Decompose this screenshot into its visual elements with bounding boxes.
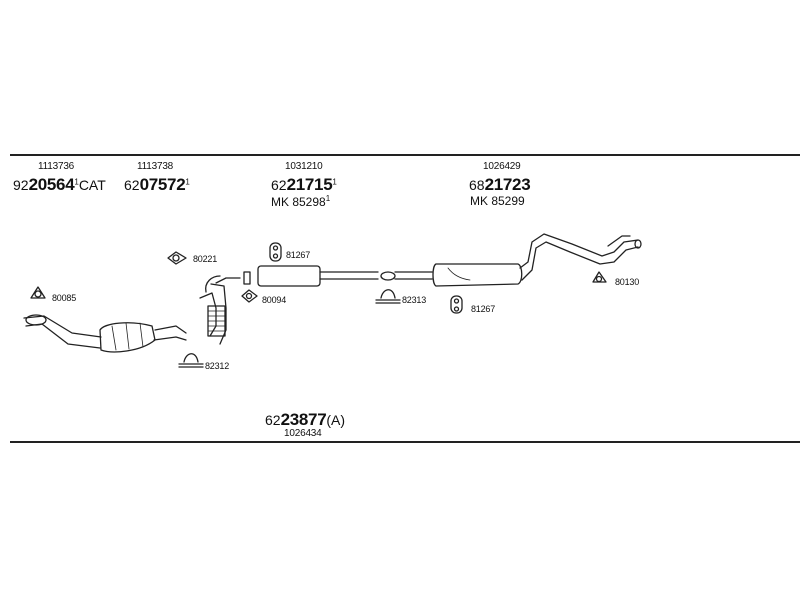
fitting-label-82313: 82313 <box>402 295 427 305</box>
part-num: 21723 <box>484 175 531 194</box>
gasket-80085-icon[interactable] <box>30 286 46 299</box>
part-suffix: (A) <box>326 412 346 428</box>
middle-silencer-icon[interactable] <box>257 265 379 287</box>
fitting-label-80085: 80085 <box>52 293 77 303</box>
part-num: 07572 <box>139 175 186 194</box>
part-ref-1113738: 1113738 <box>137 161 174 172</box>
part-number-complete-system[interactable]: 6223877(A) <box>265 411 345 428</box>
part-ref-1026434: 1026434 <box>284 428 322 439</box>
fitting-label-81267-b: 81267 <box>471 304 496 314</box>
part-number-front-pipe[interactable]: 62075721 <box>124 176 190 193</box>
part-num: 21715 <box>286 175 333 194</box>
clamp-82312-icon[interactable] <box>178 353 204 368</box>
gasket-80130-icon[interactable] <box>592 271 607 283</box>
part-prefix: 62 <box>265 412 281 428</box>
mk-label: MK 85298 <box>271 195 326 209</box>
part-sup: 1 <box>332 177 337 187</box>
catalytic-converter-icon[interactable] <box>23 314 187 353</box>
pipe-connector-icon[interactable] <box>380 271 433 281</box>
clamp-82313-icon[interactable] <box>375 289 401 304</box>
gasket-80094-icon[interactable] <box>241 289 258 303</box>
fitting-label-82312: 82312 <box>205 361 230 371</box>
fitting-label-80094: 80094 <box>262 295 287 305</box>
part-ref-1031210: 1031210 <box>285 161 323 172</box>
fitting-label-80130: 80130 <box>615 277 640 287</box>
part-ref-1113736: 1113736 <box>38 161 75 172</box>
bottom-rule <box>10 441 800 443</box>
part-ref-1026429: 1026429 <box>483 161 521 172</box>
part-prefix: 68 <box>469 177 485 193</box>
mk-sup: 1 <box>325 194 331 203</box>
part-number-rear-silencer[interactable]: 6821723 <box>469 175 531 194</box>
part-num: 20564 <box>28 175 75 194</box>
rubber-hanger-81267-b-icon[interactable] <box>450 295 463 314</box>
part-num: 23877 <box>280 410 327 429</box>
part-sup: 1 <box>185 177 190 187</box>
part-prefix: 92 <box>13 177 29 193</box>
rear-silencer-icon[interactable] <box>432 233 642 287</box>
part-prefix: 62 <box>271 177 287 193</box>
flex-front-pipe-icon[interactable] <box>199 271 251 345</box>
part-prefix: 62 <box>124 177 140 193</box>
part-number-middle-silencer[interactable]: 62217151 <box>271 176 337 193</box>
mounting-kit-85299[interactable]: MK 85299 <box>470 194 525 208</box>
gasket-80221-icon[interactable] <box>167 251 187 265</box>
fitting-label-81267-a: 81267 <box>286 250 311 260</box>
fitting-label-80221: 80221 <box>193 254 218 264</box>
mounting-kit-85298[interactable]: MK 852981 <box>271 194 331 209</box>
part-sup: 1 <box>74 177 79 187</box>
top-rule <box>10 154 800 156</box>
part-suffix: CAT <box>78 177 106 193</box>
rubber-hanger-81267-icon[interactable] <box>269 242 282 262</box>
part-number-catalyst[interactable]: 92205641CAT <box>13 176 106 193</box>
